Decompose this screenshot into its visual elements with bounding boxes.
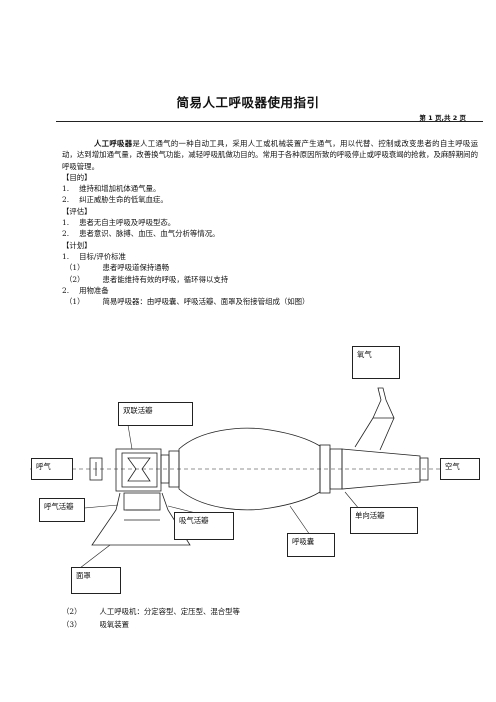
assess-item: 2.患者意识、脉搏、血压、血气分析等情况。 <box>62 229 220 239</box>
tail-item: （2）人工呼吸机：分定容型、定压型、混合型等 <box>62 607 240 616</box>
label-one-way-valve: 单向活瓣 <box>350 507 418 534</box>
plan-item: 1.目标/评价标准 <box>62 251 126 261</box>
label-face-mask: 面罩 <box>71 567 121 594</box>
plan-item: （1）患者呼吸道保持通畅 <box>65 263 170 273</box>
purpose-item: 2.纠正威胁生命的低氧血症。 <box>62 195 168 205</box>
oxygen-inlet <box>372 387 395 419</box>
page-indicator: 第 1 页,共 2 页 <box>419 114 466 122</box>
tail-list: （2）人工呼吸机：分定容型、定压型、混合型等 （3）吸氧装置 <box>62 606 240 631</box>
label-inhale-valve: 吸气活瓣 <box>174 512 234 540</box>
label-air: 空气 <box>440 458 480 480</box>
plan-heading: 【计划】 <box>62 240 92 250</box>
header-divider <box>56 121 483 122</box>
purpose-heading: 【目的】 <box>62 172 92 182</box>
tail-item: （3）吸氧装置 <box>62 619 130 629</box>
assess-item: 1.患者无自主呼吸及呼吸型态。 <box>62 218 176 228</box>
plan-item: （1）简易呼吸器：由呼吸囊、呼吸活瓣、面罩及衔接管组成（如图） <box>65 297 310 307</box>
intro-paragraph: 人工呼吸器是人工通气的一种自动工具，采用人工或机械装置产生通气，用以代替、控制或… <box>62 138 478 172</box>
exhale-port <box>89 457 103 481</box>
reservoir-tube <box>341 448 421 490</box>
label-exhale: 呼气 <box>31 458 73 480</box>
plan-item: （2）患者能维持有效的呼吸，循环得以支持 <box>65 274 229 284</box>
label-exhale-valve: 呼气活瓣 <box>39 498 85 522</box>
document-body: 人工呼吸器是人工通气的一种自动工具，采用人工或机械装置产生通气，用以代替、控制或… <box>62 138 478 307</box>
double-valve-housing <box>115 448 162 492</box>
plan-item: 2.用物准备 <box>62 285 109 295</box>
document-title: 简易人工呼吸器使用指引 <box>176 95 320 110</box>
intro-term: 人工呼吸器 <box>94 139 133 148</box>
intro-text: 是人工通气的一种自动工具，采用人工或机械装置产生通气，用以代替、控制或改变患者的… <box>62 139 478 171</box>
assess-heading: 【评估】 <box>62 206 92 216</box>
purpose-item: 1.维持和增加机体通气量。 <box>62 184 161 194</box>
label-breathing-bag: 呼吸囊 <box>287 533 335 557</box>
label-oxygen: 氧气 <box>352 346 400 379</box>
face-mask <box>91 492 191 546</box>
label-double-valve: 双联活瓣 <box>118 402 193 426</box>
valve-hourglass <box>127 457 151 482</box>
